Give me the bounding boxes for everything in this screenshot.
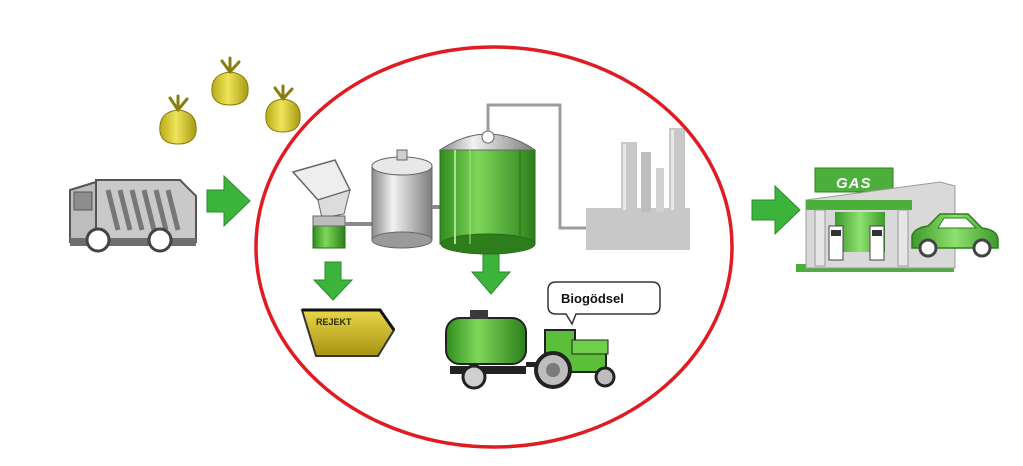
garbage-truck-icon xyxy=(69,179,197,253)
buffer-tank-icon xyxy=(371,149,444,249)
process-boundary-circle xyxy=(254,45,734,449)
digester-tank-icon xyxy=(438,103,588,255)
digestate-bubble-label: Biogödsel xyxy=(561,291,624,306)
flow-arrow-icon xyxy=(751,184,801,236)
down-arrow-icon xyxy=(312,261,354,301)
tractor-tanker-icon xyxy=(445,310,616,390)
reject-container-icon xyxy=(300,308,396,357)
gas-station-sign-label: GAS xyxy=(836,175,872,192)
waste-bag-icon xyxy=(211,56,249,106)
waste-bag-icon xyxy=(159,94,197,145)
flow-arrow-icon xyxy=(206,174,251,228)
reject-container-label: REJEKT xyxy=(316,317,352,327)
waste-bag-icon xyxy=(265,84,301,133)
gas-upgrading-plant-icon xyxy=(586,128,690,250)
car-icon xyxy=(911,213,999,258)
speech-bubble xyxy=(547,281,661,326)
shredder-icon xyxy=(291,159,373,249)
down-arrow-icon xyxy=(470,251,512,295)
